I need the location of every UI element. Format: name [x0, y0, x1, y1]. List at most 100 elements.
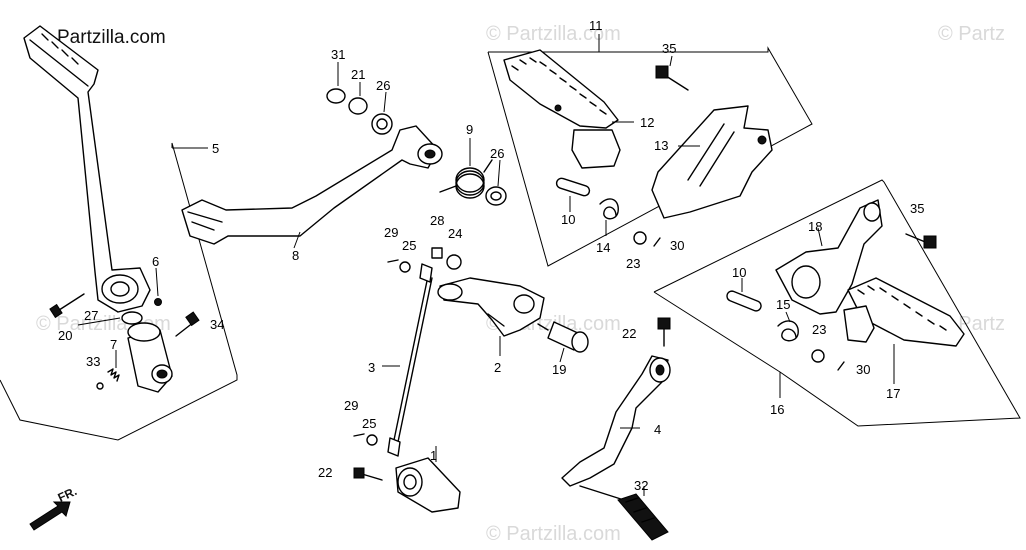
callout-7[interactable]: 7 — [110, 337, 117, 352]
spring-15[interactable] — [777, 320, 799, 342]
bolt-20[interactable] — [49, 293, 85, 319]
callout-35-left[interactable]: 35 — [910, 201, 924, 216]
shift-pedal-4[interactable] — [561, 355, 671, 501]
group-outline — [0, 142, 238, 441]
callout-19[interactable]: 19 — [552, 362, 566, 377]
callout-31[interactable]: 31 — [331, 47, 345, 62]
watermark-layer: © Partzilla.com © Partz © Partzilla.com … — [36, 23, 1005, 545]
callout-2[interactable]: 2 — [494, 360, 501, 375]
callout-28[interactable]: 28 — [430, 213, 444, 228]
left-footpeg-group — [653, 179, 1021, 427]
washer-25[interactable] — [399, 261, 411, 273]
direction-label: FR. — [56, 484, 79, 505]
bracket-18[interactable] — [775, 199, 883, 315]
brake-pedal-group — [181, 88, 507, 245]
callout-3[interactable]: 3 — [368, 360, 375, 375]
footpeg-12[interactable] — [503, 49, 621, 169]
callout-4[interactable]: 4 — [654, 422, 661, 437]
circlip-31[interactable] — [326, 88, 346, 104]
brand-name: Partzilla.com — [57, 27, 166, 48]
arrow-icon — [29, 501, 71, 531]
callout-22-rod[interactable]: 22 — [318, 465, 332, 480]
callout-20[interactable]: 20 — [58, 328, 72, 343]
callout-24[interactable]: 24 — [448, 226, 462, 241]
callout-32[interactable]: 32 — [634, 478, 648, 493]
cotter-pin-29b[interactable] — [353, 433, 365, 437]
seal-26b[interactable] — [485, 186, 507, 206]
brake-arm-joint-1[interactable] — [395, 457, 461, 513]
callout-22-pedal[interactable]: 22 — [622, 326, 636, 341]
washer-25b[interactable] — [366, 434, 378, 446]
bolt-34[interactable] — [175, 311, 200, 337]
bolt-35b[interactable] — [905, 233, 937, 249]
nut-6[interactable] — [154, 298, 162, 306]
return-spring-9[interactable] — [439, 159, 493, 199]
cotter-pin-29[interactable] — [387, 259, 399, 263]
callout-27[interactable]: 27 — [84, 308, 98, 323]
kickstarter-group — [0, 25, 238, 441]
callout-34[interactable]: 34 — [210, 317, 224, 332]
watermark: © Partzilla.com — [486, 23, 621, 45]
callout-17[interactable]: 17 — [886, 386, 900, 401]
callout-labels: 1 2 3 4 5 6 7 8 9 10 10 11 12 13 14 15 1… — [58, 18, 924, 493]
spring-33[interactable] — [96, 368, 120, 390]
bracket-13[interactable] — [651, 105, 773, 219]
bolt-35[interactable] — [655, 65, 689, 91]
callout-12[interactable]: 12 — [640, 115, 654, 130]
bolt-22b[interactable] — [657, 317, 671, 347]
group-outline — [487, 46, 813, 267]
bolt-22[interactable] — [353, 467, 383, 481]
callout-30-left[interactable]: 30 — [856, 362, 870, 377]
nut-24[interactable] — [446, 254, 462, 270]
cotter-pin-30b[interactable] — [837, 361, 845, 371]
footpeg-17[interactable] — [843, 277, 965, 347]
callout-10-left[interactable]: 10 — [732, 265, 746, 280]
front-direction-arrow: FR. — [29, 484, 79, 531]
collar-27[interactable] — [121, 311, 143, 325]
pin-10b[interactable] — [725, 290, 762, 313]
collar-28[interactable] — [431, 247, 443, 259]
right-footpeg-group — [487, 46, 813, 267]
seal-26[interactable] — [371, 113, 393, 135]
callout-21[interactable]: 21 — [351, 67, 365, 82]
callout-29[interactable]: 29 — [384, 225, 398, 240]
pin-10[interactable] — [555, 177, 591, 197]
washer-23b[interactable] — [811, 349, 825, 363]
callout-29-lower[interactable]: 29 — [344, 398, 358, 413]
callout-8[interactable]: 8 — [292, 248, 299, 263]
callout-25[interactable]: 25 — [402, 238, 416, 253]
washer-21[interactable] — [348, 97, 368, 115]
watermark: © Partz — [938, 23, 1005, 45]
callout-18[interactable]: 18 — [808, 219, 822, 234]
pivot-bolt-19[interactable] — [537, 321, 589, 353]
callout-33[interactable]: 33 — [86, 354, 100, 369]
callout-26-b[interactable]: 26 — [490, 146, 504, 161]
callout-11[interactable]: 11 — [589, 18, 603, 33]
watermark: © Partzilla.com — [486, 523, 621, 545]
brake-rod-3[interactable] — [387, 263, 433, 457]
callout-14[interactable]: 14 — [596, 240, 610, 255]
shift-rubber-32[interactable] — [617, 493, 669, 541]
brake-pedal-8[interactable] — [181, 125, 443, 245]
callout-10[interactable]: 10 — [561, 212, 575, 227]
shift-arm-2[interactable] — [437, 277, 545, 337]
callout-13[interactable]: 13 — [654, 138, 668, 153]
spring-14[interactable] — [599, 198, 619, 220]
callout-26[interactable]: 26 — [376, 78, 390, 93]
callout-1[interactable]: 1 — [430, 448, 437, 463]
callout-35[interactable]: 35 — [662, 41, 676, 56]
callout-16[interactable]: 16 — [770, 402, 784, 417]
callout-6[interactable]: 6 — [152, 254, 159, 269]
callout-23[interactable]: 23 — [626, 256, 640, 271]
callout-25-lower[interactable]: 25 — [362, 416, 376, 431]
callout-30[interactable]: 30 — [670, 238, 684, 253]
kick-arm[interactable] — [23, 25, 151, 313]
washer-23[interactable] — [633, 231, 647, 245]
callout-5[interactable]: 5 — [212, 141, 219, 156]
cotter-pin-30[interactable] — [653, 237, 661, 247]
kick-boss-7[interactable] — [127, 322, 173, 393]
callout-15[interactable]: 15 — [776, 297, 790, 312]
callout-9[interactable]: 9 — [466, 122, 473, 137]
callout-23-left[interactable]: 23 — [812, 322, 826, 337]
